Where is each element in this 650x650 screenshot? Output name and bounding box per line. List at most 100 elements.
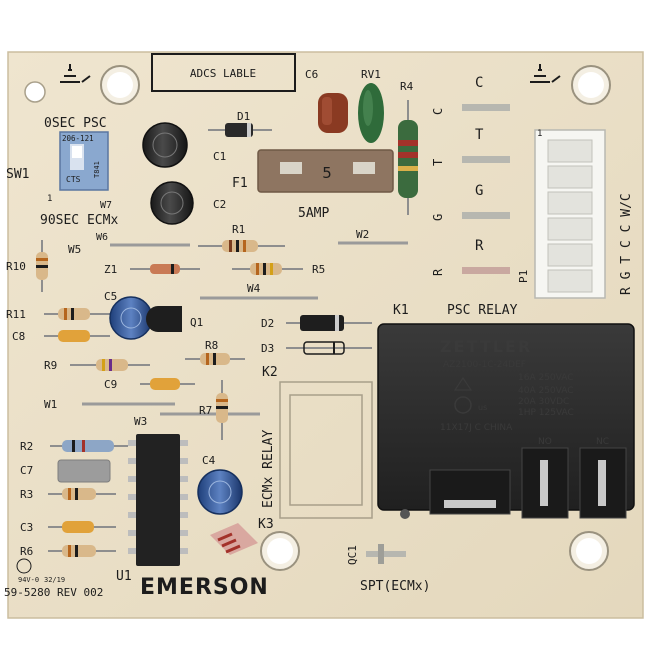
- pad-side-g: G: [431, 214, 445, 221]
- label-c6: C6: [305, 68, 318, 81]
- capacitor-c4: [197, 469, 243, 515]
- relay-k1-brand: ZETTLER: [440, 337, 532, 356]
- label-rv1: RV1: [361, 68, 381, 81]
- label-c1: C1: [213, 150, 226, 163]
- spade-pad-t: [462, 156, 510, 163]
- capacitor-c5: [109, 296, 153, 340]
- resistor-r5: [232, 263, 303, 275]
- adcs-label-box: [151, 53, 296, 92]
- label-w6: W6: [96, 232, 108, 243]
- ul-mark-icon: [454, 396, 472, 414]
- fuse-f1: [257, 149, 394, 193]
- switch-code2: T841: [93, 161, 101, 178]
- resistor-r8: [185, 353, 245, 365]
- pad-label-t: T: [475, 127, 484, 143]
- label-r6: R6: [20, 545, 33, 558]
- relay-k1-contact-nc: NC: [596, 437, 609, 447]
- resistor-r7: [216, 380, 228, 440]
- part-number: 59-5280 REV 002: [4, 586, 103, 599]
- label-c8: C8: [12, 330, 25, 343]
- relay-k2-footprint: [279, 381, 373, 519]
- varistor-rv1: [358, 83, 384, 143]
- switch-top-label: 0SEC PSC: [44, 116, 107, 131]
- pad-side-r: R: [431, 268, 445, 276]
- label-r8: R8: [205, 339, 218, 352]
- label-q1: Q1: [190, 316, 203, 329]
- pad-side-c: C: [431, 108, 445, 115]
- dip-switch[interactable]: [59, 131, 109, 191]
- relay-k1-ref: K1: [393, 303, 409, 318]
- label-r5: R5: [312, 263, 325, 276]
- resistor-r10: [36, 240, 48, 292]
- label-c2: C2: [213, 198, 226, 211]
- relay-k1-spec-1: 40A 250VAC: [518, 386, 574, 396]
- label-r4: R4: [400, 80, 414, 93]
- relay-k2-label: ECMx RELAY: [261, 430, 276, 508]
- resistor-r11: [44, 308, 110, 320]
- terminal-block-p1[interactable]: [534, 129, 606, 299]
- recycle-mark-icon: [16, 558, 32, 574]
- mounting-hole-bottom-right: [569, 531, 609, 571]
- relay-k1-spec-3: 1HP 125VAC: [518, 408, 574, 418]
- spt-pad: [366, 544, 406, 564]
- switch-bottom-label: 90SEC ECMx: [40, 213, 118, 228]
- transistor-q1: [146, 306, 182, 332]
- label-r9: R9: [44, 359, 57, 372]
- diode-d1: [208, 123, 272, 137]
- label-d2: D2: [261, 317, 274, 330]
- board-mark: 94V-0: [18, 576, 39, 584]
- label-w5: W5: [68, 243, 81, 256]
- fuse-ref: F1: [232, 176, 248, 191]
- capacitor-c1: [142, 122, 188, 168]
- diode-d2: [286, 315, 372, 331]
- label-u1: U1: [116, 569, 132, 584]
- pad-label-c: C: [475, 75, 483, 91]
- spade-pad-g: [462, 212, 510, 219]
- relay-k1-spec-2: 20A 30VDC: [518, 397, 569, 407]
- capacitor-c6: [318, 93, 348, 133]
- zener-z1: [130, 264, 200, 274]
- relay-k1-spec-4: 11X17J C CHINA: [440, 423, 513, 433]
- label-w3: W3: [134, 415, 147, 428]
- relay-k1-cert: us: [478, 403, 487, 412]
- label-z1: Z1: [104, 263, 117, 276]
- label-w2: W2: [356, 228, 369, 241]
- adcs-label-text: ADCS LABLE: [190, 67, 256, 80]
- pad-side-t: T: [431, 159, 445, 166]
- label-r11: R11: [6, 308, 26, 321]
- resistor-r9: [70, 359, 150, 371]
- mounting-hole-small: [24, 81, 46, 103]
- spade-pad-c: [462, 104, 510, 111]
- pad-label-g: G: [475, 183, 483, 199]
- resistor-r6: [48, 545, 116, 557]
- emerson-logo-icon: [210, 523, 258, 555]
- spt-ref: QC1: [346, 545, 359, 565]
- label-r10: R10: [6, 260, 26, 273]
- k3-ref: K3: [258, 517, 274, 532]
- label-r2: R2: [20, 440, 33, 453]
- label-r3: R3: [20, 488, 33, 501]
- resistor-r3: [48, 488, 116, 500]
- capacitor-c8: [44, 330, 110, 342]
- resistor-r2: [50, 440, 128, 452]
- terminal-pin-number: 1: [537, 129, 542, 139]
- relay-k1-label: PSC RELAY: [447, 303, 518, 318]
- label-c3: C3: [20, 521, 33, 534]
- relay-k2-ref: K2: [262, 365, 278, 380]
- label-r1: R1: [232, 223, 245, 236]
- spade-pad-r: [462, 267, 510, 274]
- date-code: 32/19: [44, 576, 65, 584]
- label-w1: W1: [44, 398, 57, 411]
- switch-pin1: 1: [47, 194, 52, 204]
- resistor-r4: [398, 100, 418, 215]
- relay-k1-spec-0: 16A 250VAC: [518, 373, 574, 383]
- label-w7: W7: [100, 200, 112, 211]
- label-c7: C7: [20, 464, 33, 477]
- capacitor-c3: [48, 521, 116, 533]
- relay-k1: [377, 323, 635, 519]
- switch-maker: CTS: [66, 175, 81, 184]
- capacitor-c9: [140, 378, 195, 390]
- label-d3: D3: [261, 342, 274, 355]
